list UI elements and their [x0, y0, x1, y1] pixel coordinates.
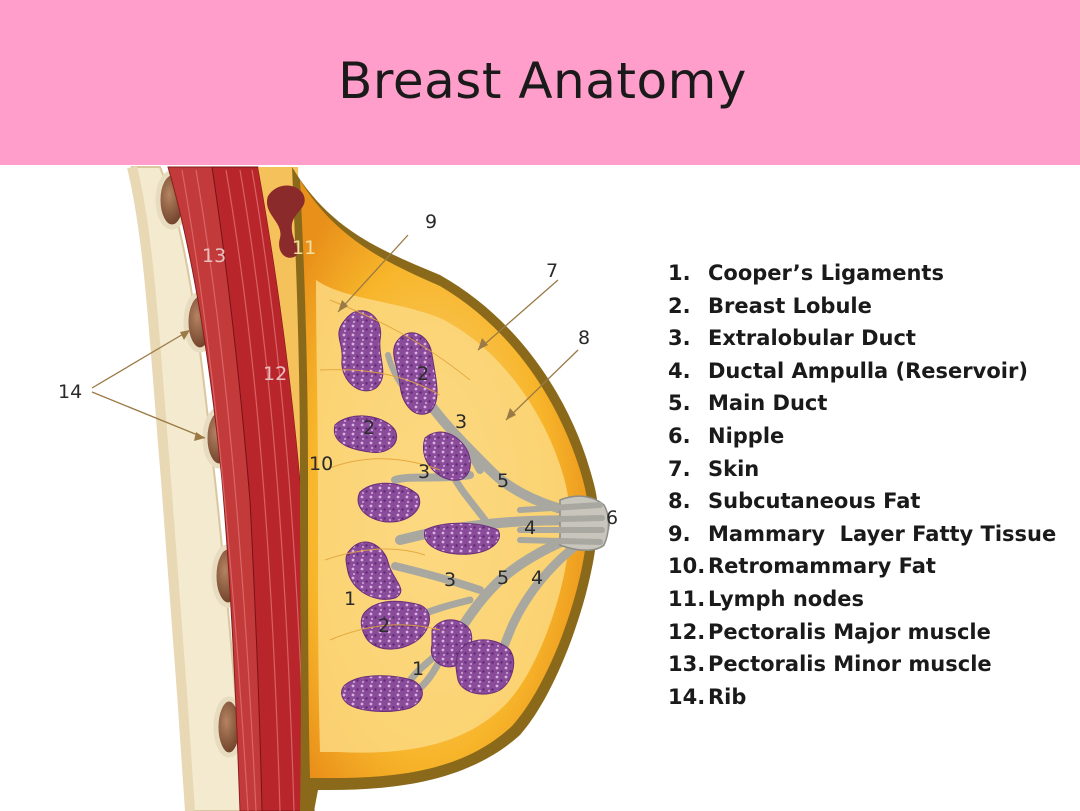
legend-number: 7.	[668, 456, 691, 481]
legend-number: 5.	[668, 391, 691, 416]
callout-2a: 2	[417, 363, 429, 385]
leader-lines	[91, 234, 579, 439]
legend-list: 1. Cooper’s Ligaments 2. Breast Lobule 3. E…	[668, 258, 1056, 714]
nipple-ducts	[517, 502, 605, 545]
legend-label: Retromammary Fat	[708, 554, 936, 579]
callout-12: 12	[263, 363, 287, 385]
lobule	[357, 482, 421, 523]
legend-number: 3.	[668, 326, 691, 351]
callout-2c: 2	[378, 615, 390, 637]
legend-item: 4. Ductal Ampulla (Reservoir)	[668, 356, 1056, 389]
legend-item: 5. Main Duct	[668, 388, 1056, 421]
legend-item: 13.Pectoralis Minor muscle	[668, 649, 1056, 682]
legend-label: Rib	[708, 684, 747, 709]
legend-label: Breast Lobule	[708, 293, 872, 318]
legend-label: Skin	[708, 456, 760, 481]
title-banner	[0, 0, 1080, 165]
legend-label: Main Duct	[708, 391, 828, 416]
callout-1a: 1	[344, 588, 356, 610]
legend-item: 11.Lymph nodes	[668, 584, 1056, 617]
legend-label: Subcutaneous Fat	[708, 489, 921, 514]
leader-arrowheads	[180, 300, 516, 441]
lobule	[455, 639, 515, 695]
legend-item: 9. Mammary Layer Fatty Tissue	[668, 519, 1056, 552]
legend-item: 12.Pectoralis Major muscle	[668, 617, 1056, 650]
legend-label: Pectoralis Minor muscle	[708, 652, 992, 677]
legend-label: Pectoralis Major muscle	[708, 619, 991, 644]
legend-label: Extralobular Duct	[708, 326, 916, 351]
legend-number: 4.	[668, 358, 691, 383]
legend-label: Nipple	[708, 423, 785, 448]
lymph-node	[266, 185, 305, 258]
legend-item: 1. Cooper’s Ligaments	[668, 258, 1056, 291]
legend-item: 10.Retromammary Fat	[668, 551, 1056, 584]
legend-item: 14.Rib	[668, 682, 1056, 715]
legend-number: 13.	[668, 652, 706, 677]
callout-14: 14	[58, 381, 82, 403]
callout-6: 6	[606, 507, 618, 529]
callout-1b: 1	[412, 658, 424, 680]
lobule	[338, 310, 384, 392]
callout-9: 9	[425, 211, 437, 233]
callout-3b: 3	[418, 461, 430, 483]
callout-5b: 5	[497, 567, 509, 589]
legend-item: 2. Breast Lobule	[668, 291, 1056, 324]
callout-13: 13	[202, 245, 226, 267]
callout-3a: 3	[455, 411, 467, 433]
callout-2b: 2	[363, 417, 375, 439]
lobule	[333, 415, 398, 454]
callout-3c: 3	[444, 569, 456, 591]
legend-number: 8.	[668, 489, 691, 514]
legend-label: Ductal Ampulla (Reservoir)	[708, 358, 1028, 383]
legend-label: Lymph nodes	[708, 586, 864, 611]
lobule	[424, 522, 500, 555]
callout-8: 8	[578, 327, 590, 349]
lobule	[345, 541, 402, 600]
callout-4b: 4	[531, 567, 543, 589]
legend-item: 6. Nipple	[668, 421, 1056, 454]
legend-label: Mammary Layer Fatty Tissue	[708, 521, 1057, 546]
lobule	[393, 332, 438, 415]
legend-number: 6.	[668, 423, 691, 448]
legend-number: 10.	[668, 554, 706, 579]
legend-number: 9.	[668, 521, 691, 546]
legend-number: 2.	[668, 293, 691, 318]
legend-item: 8. Subcutaneous Fat	[668, 486, 1056, 519]
callout-5a: 5	[497, 470, 509, 492]
page-title: Breast Anatomy	[338, 52, 747, 110]
legend-label: Cooper’s Ligaments	[708, 261, 944, 285]
legend-number: 14.	[668, 684, 706, 709]
callout-4a: 4	[524, 517, 536, 539]
lobule	[341, 675, 423, 712]
legend-item: 7. Skin	[668, 454, 1056, 487]
callout-10: 10	[309, 453, 333, 475]
legend-number: 11.	[668, 586, 706, 611]
callout-7: 7	[546, 260, 558, 282]
legend-number: 12.	[668, 619, 706, 644]
coopers-ligaments	[319, 299, 471, 641]
muscle-fibers	[181, 169, 307, 811]
chest-wall-outline	[127, 165, 195, 811]
legend-number: 1.	[668, 261, 691, 285]
callout-11: 11	[292, 237, 316, 259]
legend-item: 3. Extralobular Duct	[668, 323, 1056, 356]
